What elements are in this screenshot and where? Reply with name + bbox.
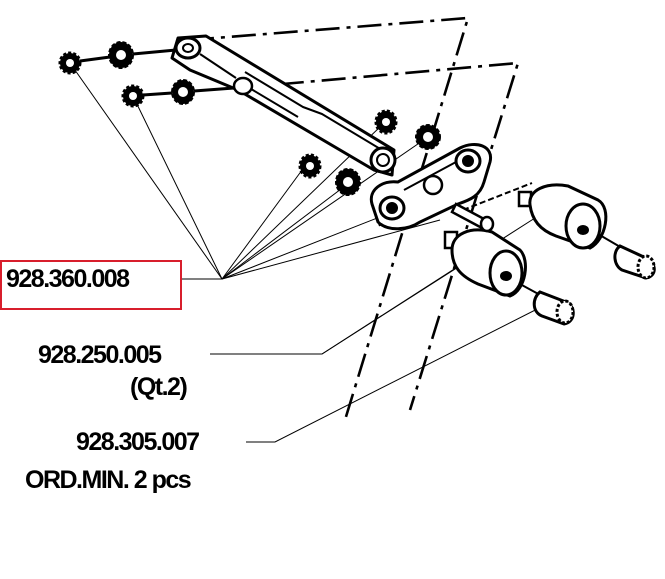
part-highlight-box [0, 260, 182, 310]
part-label-928-250-005[interactable]: 928.250.005 [38, 341, 162, 369]
fasteners [58, 41, 441, 196]
axis-line-lower [237, 61, 520, 411]
part-label-928-360-008[interactable]: 928.360.008 [6, 265, 130, 293]
linkage-bar [170, 34, 397, 177]
rubber-mount-lower [443, 228, 575, 326]
axis-center-lines [189, 16, 520, 421]
rubber-mounts [443, 182, 656, 326]
minimum-order-note: ORD.MIN. 2 pcs [25, 466, 192, 494]
axis-line-upper [189, 16, 470, 421]
part-label-928-305-007[interactable]: 928.305.007 [76, 428, 200, 456]
mounting-plate [369, 143, 493, 231]
plate-bolts [450, 202, 495, 233]
part-quantity-note: (Qt.2) [130, 373, 188, 401]
rubber-mount-upper [462, 182, 656, 280]
